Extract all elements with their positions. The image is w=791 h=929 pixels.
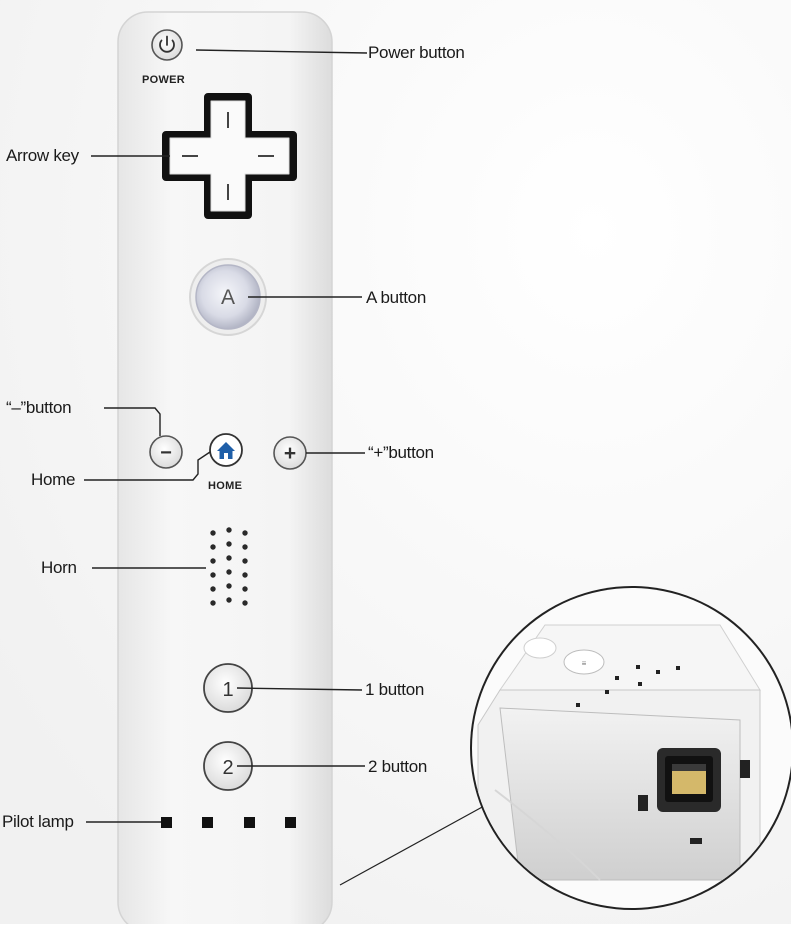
one-glyph: 1 xyxy=(222,679,233,701)
remote-body xyxy=(117,11,333,929)
callout-two-button: 2 button xyxy=(368,757,428,776)
zoom-pointer-line xyxy=(339,799,496,886)
callout-one-button: 1 button xyxy=(365,680,425,699)
home-caption: HOME xyxy=(208,480,243,492)
callout-home: Home xyxy=(31,470,76,489)
home-button xyxy=(209,433,243,467)
power-icon xyxy=(159,35,175,53)
a-button xyxy=(189,258,267,336)
callout-plus-button: “+”button xyxy=(368,443,434,462)
a-button-glyph: A xyxy=(221,286,235,309)
plus-glyph: + xyxy=(284,442,296,465)
callout-a-button: A button xyxy=(366,288,426,307)
power-button xyxy=(151,29,183,61)
connector-zoom-inset: ≡ xyxy=(470,586,791,910)
svg-text:≡: ≡ xyxy=(582,659,587,668)
two-glyph: 2 xyxy=(222,757,233,779)
arrow-key-dpad xyxy=(162,93,297,219)
minus-glyph: − xyxy=(160,442,172,464)
callout-minus-button: “–”button xyxy=(6,398,72,417)
callout-power-button: Power button xyxy=(368,43,465,62)
callout-arrow-key: Arrow key xyxy=(6,146,79,165)
power-caption: POWER xyxy=(142,74,186,86)
home-icon xyxy=(217,442,235,459)
minus-button xyxy=(149,435,183,469)
callout-pilot-lamp: Pilot lamp xyxy=(2,812,74,831)
pilot-lamps xyxy=(161,817,296,828)
horn-speaker xyxy=(210,527,248,606)
callout-horn: Horn xyxy=(41,558,77,577)
leader-lines xyxy=(84,49,368,823)
